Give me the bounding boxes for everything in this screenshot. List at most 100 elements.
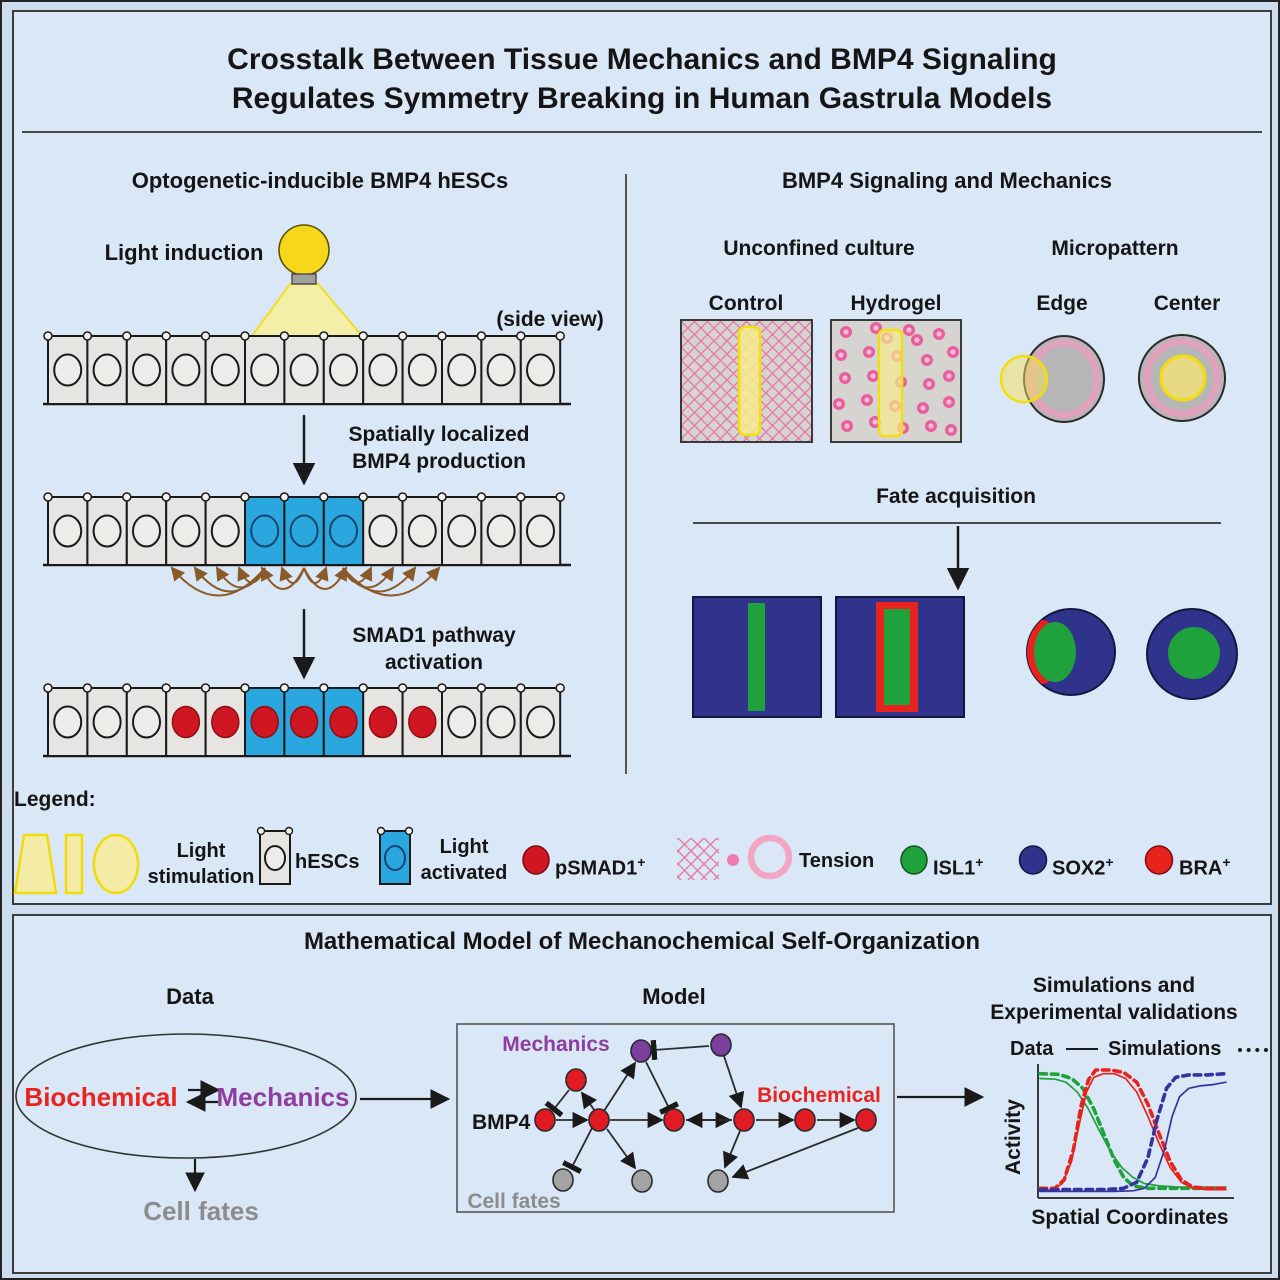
- right-section-header: BMP4 Signaling and Mechanics: [781, 168, 1113, 193]
- cell-junction-dot: [476, 492, 487, 502]
- edge-hub-mechanics1: [603, 1061, 636, 1112]
- cell-junction-dot: [476, 683, 487, 693]
- cell-junction-dot: [555, 331, 565, 341]
- edge-hub2-fate3: [723, 1130, 741, 1169]
- tension-mesh-icon: [677, 838, 719, 880]
- center-label: Center: [1153, 292, 1221, 315]
- nucleus-psmad1: [250, 705, 279, 739]
- hydrogel-cell-dot-center: [844, 423, 850, 429]
- edge-label: Edge: [1036, 292, 1088, 315]
- cell-junction-dot: [82, 683, 93, 693]
- isl1-crescent: [1034, 622, 1076, 682]
- nucleus: [447, 353, 477, 387]
- light-activated-label-line2: activated: [420, 862, 508, 884]
- nucleus-psmad1: [329, 705, 358, 739]
- fate-center-icon: [1146, 608, 1238, 700]
- fate-acquisition-label: Fate acquisition: [876, 485, 1036, 508]
- fate-edge-icon: [1026, 608, 1116, 696]
- hydrogel-cell-dot-center: [948, 427, 954, 433]
- isl1-plus: +: [975, 854, 984, 870]
- nucleus: [526, 514, 555, 548]
- model-header: Model: [642, 984, 706, 1009]
- cell-junction-dot: [43, 683, 53, 693]
- edge-mechanics2-inhibits-mechanics1: [650, 1039, 710, 1061]
- isl1-text: ISL1: [933, 857, 976, 880]
- center-micropattern-icon: [1138, 334, 1226, 422]
- nucleus: [329, 514, 358, 548]
- hydrogel-cell-dot-center: [914, 337, 920, 343]
- step2-label-line1: SMAD1 pathway: [352, 624, 516, 647]
- cell-junction-dot: [555, 683, 565, 693]
- psmad1-label: pSMAD1+: [555, 849, 645, 882]
- chart-xlabel: Spatial Coordinates: [1031, 1206, 1229, 1229]
- nucleus: [132, 353, 161, 387]
- model-mechanics-label: Mechanics: [502, 1033, 610, 1056]
- sox2-icon: [1018, 845, 1048, 875]
- nucleus: [53, 353, 83, 387]
- biochemical-label: Biochemical: [24, 1082, 178, 1112]
- hydrogel-cell-dot-center: [926, 381, 932, 387]
- light-bulb-icon: [250, 224, 365, 337]
- hydrogel-cell-dot-center: [872, 419, 878, 425]
- culture-conditions-graphic: [680, 319, 1226, 443]
- nucleus: [447, 705, 477, 739]
- cell-junction-dot: [516, 492, 526, 502]
- legend-shapes: [13, 826, 1174, 895]
- light-induction-label: Light induction: [104, 240, 264, 265]
- hydrogel-cell-dot-center: [870, 373, 876, 379]
- hydrogel-cell-dot-center: [924, 357, 930, 363]
- light-stimulated-stripe: [877, 328, 904, 438]
- cell-junction-dot: [476, 331, 487, 341]
- cell-junction-dot: [43, 331, 53, 341]
- nucleus: [132, 705, 161, 739]
- hydrogel-cell-dot-center: [936, 331, 942, 337]
- cell-junction-dot: [279, 331, 290, 341]
- cell-junction-dot: [437, 331, 447, 341]
- bra-icon: [1144, 845, 1174, 875]
- sim-title-line1: Simulations and: [1032, 974, 1196, 997]
- nucleus: [210, 353, 240, 387]
- bottom-section-header: Mathematical Model of Mechanochemical Se…: [303, 928, 981, 955]
- network-nodes: [534, 1033, 877, 1193]
- nucleus-psmad1: [211, 705, 240, 739]
- chart-legend-dotted-line: [1238, 1048, 1268, 1052]
- chart-legend-sim-label: Simulations: [1108, 1038, 1222, 1060]
- nucleus: [407, 353, 437, 387]
- nucleus: [289, 514, 319, 548]
- hydrogel-cell-dot-center: [864, 397, 870, 403]
- legend-title: Legend:: [14, 788, 96, 811]
- tension-label: Tension: [799, 850, 875, 872]
- tension-ring-icon: [747, 834, 793, 880]
- hydrogel-cell-dot-center: [836, 401, 842, 407]
- hydrogel-label: Hydrogel: [850, 292, 942, 315]
- cell-junction-dot: [279, 683, 290, 693]
- bulb-base: [291, 273, 317, 285]
- sim-title-line2: Experimental validations: [990, 1001, 1238, 1024]
- nucleus: [368, 353, 398, 387]
- light-stimulation-label-line2: stimulation: [147, 866, 255, 888]
- hydrogel-cell-dot-center: [906, 327, 912, 333]
- fate-hydrogel-icon: [835, 596, 965, 718]
- psmad1-plus: +: [637, 854, 646, 870]
- cell-junction-dot: [122, 492, 132, 502]
- data-ellipse: [15, 1033, 357, 1159]
- hydrogel-cell-dot-center: [928, 423, 934, 429]
- bulb-glass: [278, 224, 330, 276]
- nucleus: [92, 353, 122, 387]
- light-activated-label-line1: Light: [439, 836, 489, 858]
- node-biochemical-hub: [588, 1108, 610, 1132]
- tension-dot-icon: [727, 854, 739, 866]
- model-box: [456, 1023, 895, 1213]
- model-cell-fates-label: Cell fates: [467, 1190, 561, 1213]
- nucleus: [526, 353, 555, 387]
- nucleus: [171, 353, 201, 387]
- sox2-label: SOX2+: [1052, 849, 1114, 882]
- node-biochemical-hub2: [733, 1108, 755, 1132]
- node-mechanics-1: [630, 1039, 652, 1063]
- nucleus: [486, 353, 516, 387]
- cell-junction-dot: [200, 331, 211, 341]
- bmp4-node-label: BMP4: [472, 1111, 531, 1134]
- light-stimulation-label-line1: Light: [176, 840, 226, 862]
- hydrogel-cell-dot-center: [950, 349, 956, 355]
- nucleus: [368, 514, 398, 548]
